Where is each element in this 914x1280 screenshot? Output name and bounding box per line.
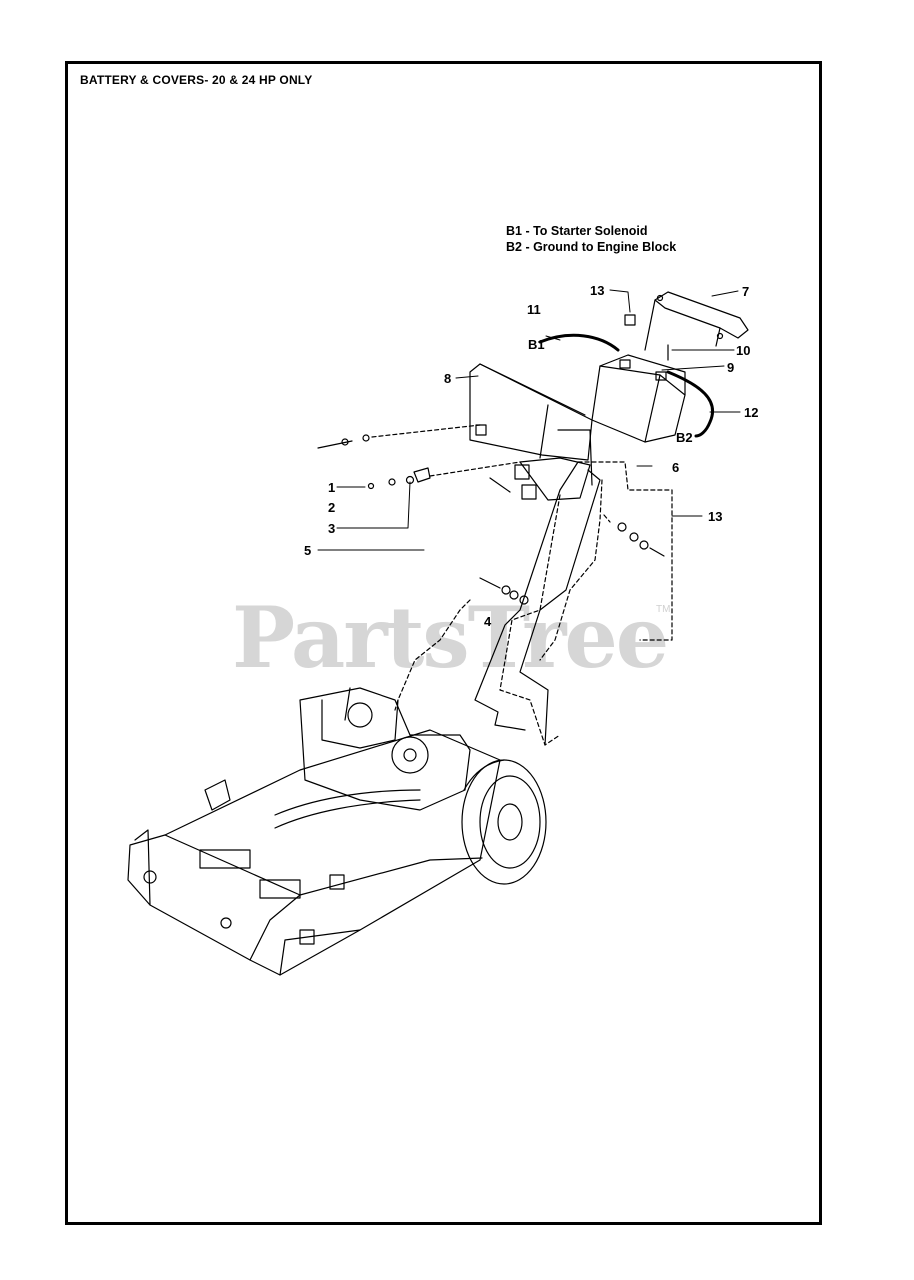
mower-deck <box>127 729 501 976</box>
callout-10: 10 <box>736 343 751 358</box>
cable-b1 <box>538 333 620 352</box>
battery <box>591 354 686 443</box>
callout-4: 4 <box>484 614 492 629</box>
fasteners-right <box>603 514 665 557</box>
fasteners-left <box>367 461 521 490</box>
diagram-title: BATTERY & COVERS- 20 & 24 HP ONLY <box>80 73 313 87</box>
callout-12: 12 <box>744 405 759 420</box>
deck-controls <box>199 779 345 945</box>
callout-9: 9 <box>727 360 735 375</box>
terminal-cap <box>624 314 636 326</box>
callout-5: 5 <box>304 543 312 558</box>
callout-b2: B2 <box>676 430 693 445</box>
legend-b2: B2 - Ground to Engine Block <box>506 240 677 254</box>
handle-post <box>474 461 601 746</box>
callout-8: 8 <box>444 371 452 386</box>
legend-b1: B1 - To Starter Solenoid <box>506 224 648 238</box>
callout-3: 3 <box>328 521 336 536</box>
callout-6: 6 <box>672 460 680 475</box>
callout-1: 1 <box>328 480 336 495</box>
drive-wheel <box>461 759 547 885</box>
callout-b1: B1 <box>528 337 545 352</box>
diagram-frame <box>65 61 822 1225</box>
fasteners-upper <box>317 424 481 449</box>
callout-7: 7 <box>742 284 750 299</box>
callout-11: 11 <box>527 302 541 317</box>
battery-cover <box>469 363 593 461</box>
handle-dashed-outline <box>394 461 673 746</box>
watermark-trademark: TM <box>656 604 671 615</box>
callout-13-top: 13 <box>590 283 605 298</box>
battery-mount-plate <box>514 429 593 501</box>
leader-lines <box>317 289 741 551</box>
callout-2: 2 <box>328 500 336 515</box>
hold-down-bracket <box>644 291 749 351</box>
cable-b2 <box>666 370 715 438</box>
engine-assembly <box>274 687 471 829</box>
fasteners-lower <box>479 477 529 605</box>
callout-13-right: 13 <box>708 509 723 524</box>
watermark: PartsTree <box>232 588 669 687</box>
